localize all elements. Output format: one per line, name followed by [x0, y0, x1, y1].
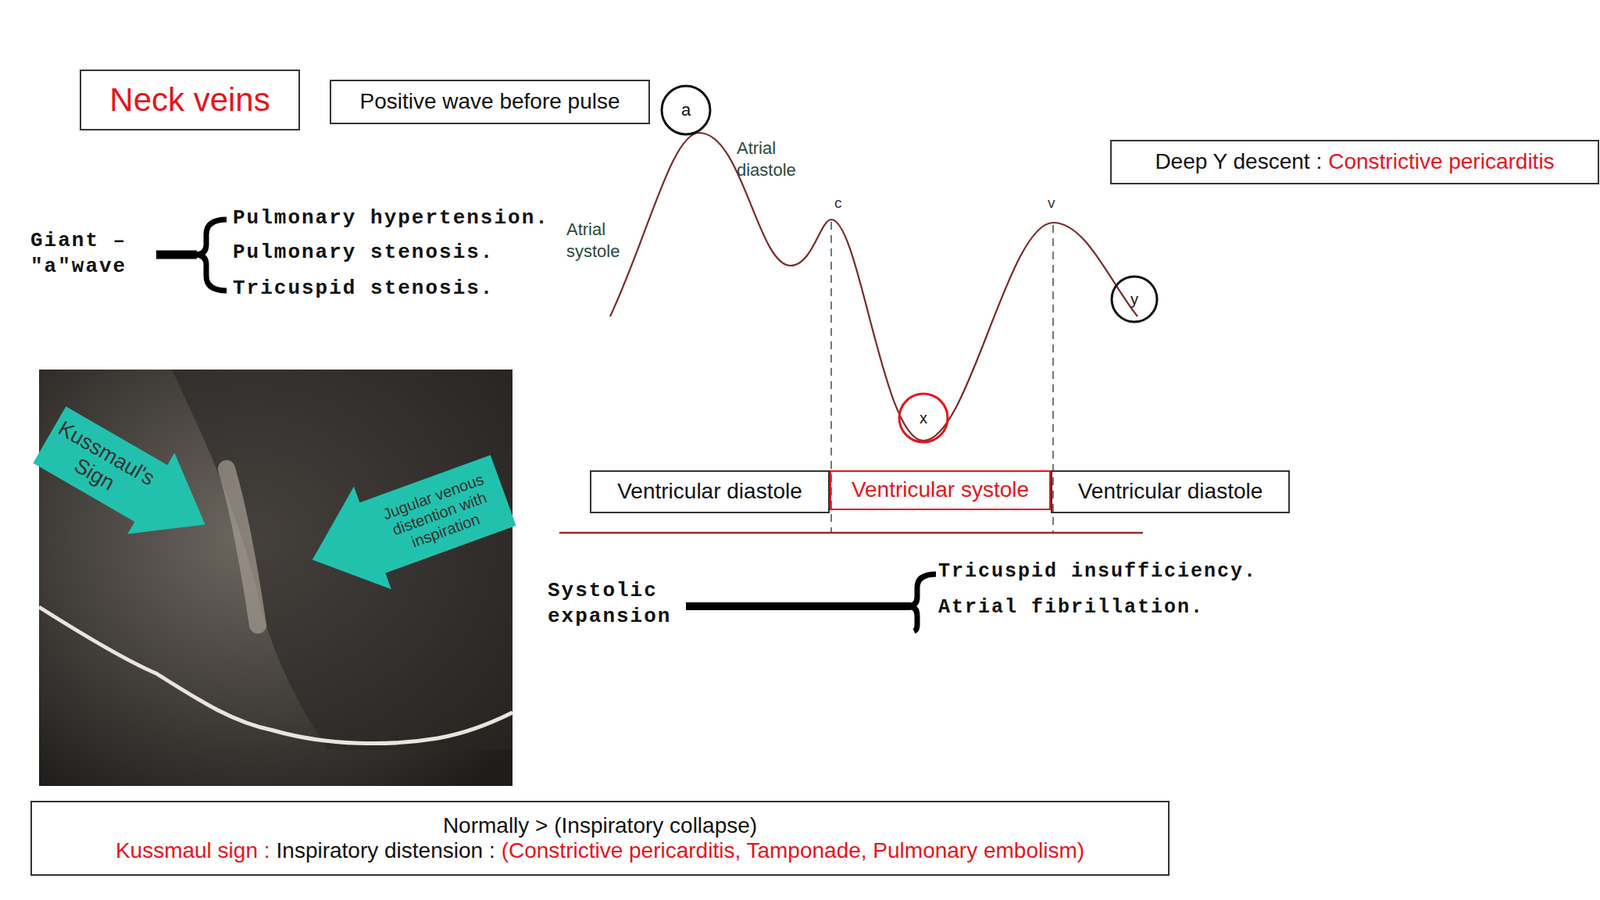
note-box: Normally > (Inspiratory collapse)Kussmau… [30, 800, 1170, 876]
circle-outline [661, 85, 711, 135]
node-text: (Constrictive pericarditis, Tamponade, P… [501, 838, 1085, 864]
arrow-shape [293, 439, 522, 611]
handwritten-note: Systolic expansion [547, 578, 693, 629]
bracket-stem [156, 250, 197, 260]
node-text: Deep Y descent : [1154, 149, 1322, 175]
wave-circle: a [660, 84, 712, 136]
jvp-waveform [610, 132, 1138, 441]
node-text: y [1130, 290, 1139, 309]
node-text: Constrictive pericarditis [1328, 149, 1554, 175]
wave-label: c [834, 193, 843, 213]
phase-box: Ventricular diastole [1050, 470, 1290, 514]
handwritten-note: Pulmonary stenosis. [232, 239, 494, 266]
phase-box: Ventricular systole [829, 470, 1051, 511]
node-text: Normally > (Inspiratory collapse) [32, 813, 1168, 839]
curly-bracket [195, 219, 227, 291]
circle-outline [899, 393, 948, 443]
circle-outline [1111, 276, 1158, 322]
time-axis [559, 532, 1143, 535]
dashed-marker [1052, 225, 1054, 533]
note-box: Deep Y descent :Constrictive pericarditi… [1110, 139, 1600, 185]
note-box: Positive wave before pulse [329, 79, 650, 125]
handwritten-note: Tricuspid stenosis. [232, 275, 494, 302]
arrow-shape [25, 394, 229, 566]
wave-label: Atrial systole [566, 218, 645, 262]
handwritten-note: Atrial fibrillation. [938, 595, 1204, 620]
node-text: Positive wave before pulse [359, 89, 620, 115]
wave-label: v [1047, 193, 1056, 213]
node-text: Ventricular diastole [617, 478, 803, 504]
title-box: Neck veins [79, 69, 300, 131]
wave-circle: y [1110, 275, 1159, 324]
node-text: Kussmaul sign : [115, 838, 271, 864]
wave-circle: x [897, 392, 950, 444]
node-text: Ventricular systole [851, 477, 1029, 503]
phase-box: Ventricular diastole [589, 470, 830, 514]
necklace-cord [39, 607, 513, 744]
bracket-stem [685, 602, 911, 611]
handwritten-note: Tricuspid insufficiency. [938, 559, 1258, 584]
node-text: Ventricular diastole [1078, 478, 1264, 504]
handwritten-note: Giant – "a"wave [30, 228, 148, 279]
wave-label: Atrial diastole [736, 137, 815, 181]
jugular-vein [226, 468, 258, 625]
curly-bracket [907, 574, 936, 632]
node-text: a [681, 100, 691, 120]
handwritten-note: Pulmonary hypertension. [232, 205, 550, 232]
node-text: x [919, 409, 928, 428]
node-text: Inspiratory distension : [276, 838, 496, 864]
node-text: Neck veins [109, 81, 270, 119]
